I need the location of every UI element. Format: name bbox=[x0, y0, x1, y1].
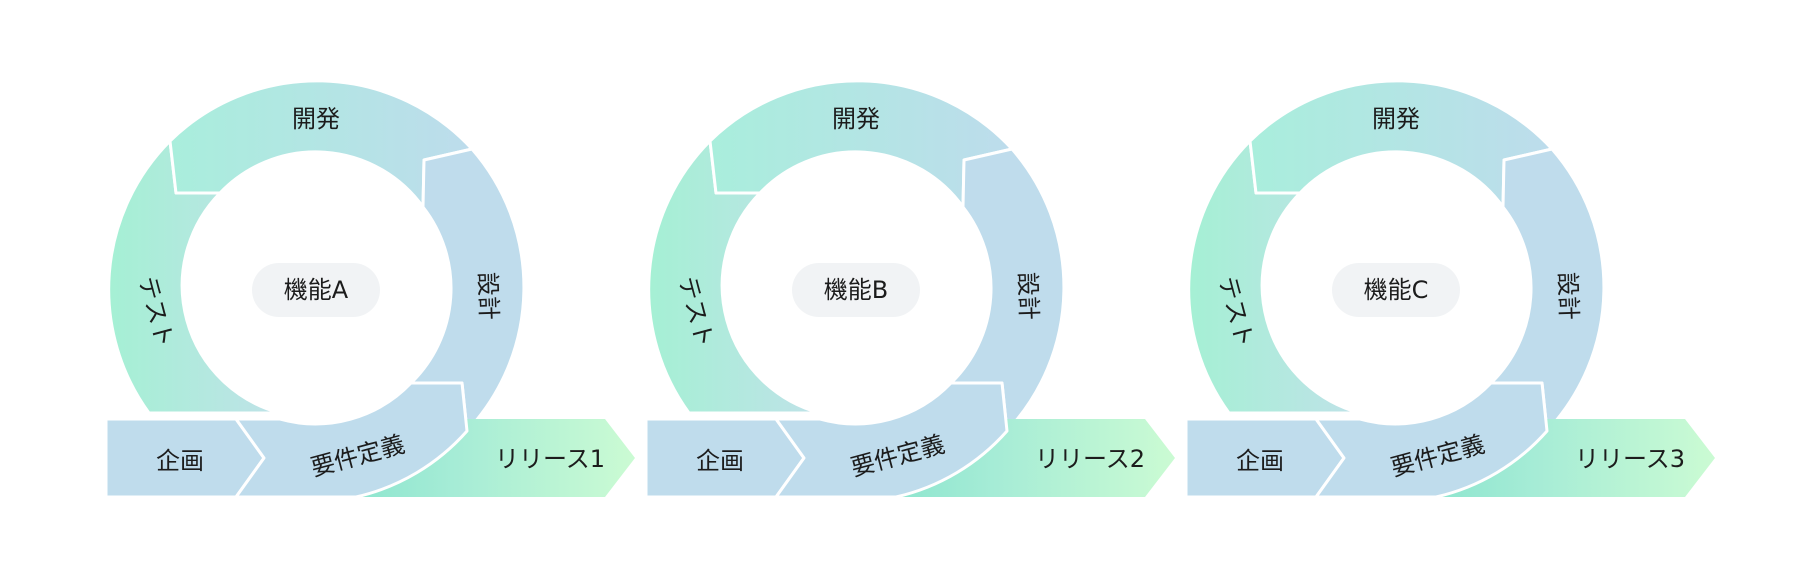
feature-label: 機能B bbox=[824, 276, 888, 304]
stage-requirements-segment bbox=[774, 381, 1009, 499]
stage-label-design: 設計 bbox=[1013, 271, 1043, 320]
release-label: リリース1 bbox=[495, 445, 605, 473]
stage-label-development: 開発 bbox=[1372, 105, 1420, 133]
stage-requirements-segment bbox=[1314, 381, 1549, 499]
stage-label-design: 設計 bbox=[473, 271, 503, 320]
stage-label-planning: 企画 bbox=[156, 447, 204, 475]
feature-label: 機能C bbox=[1364, 276, 1429, 304]
stage-label-planning: 企画 bbox=[1236, 447, 1284, 475]
lifecycle-diagram-3: 機能C開発テスト設計企画要件定義リリース3 bbox=[1184, 79, 1715, 499]
stage-test-segment bbox=[107, 139, 282, 415]
stage-label-development: 開発 bbox=[292, 105, 340, 133]
lifecycle-diagram-2: 機能B開発テスト設計企画要件定義リリース2 bbox=[644, 79, 1175, 499]
center-pill bbox=[792, 263, 920, 317]
center-pill bbox=[1332, 263, 1460, 317]
center-pill bbox=[252, 263, 380, 317]
stage-label-development: 開発 bbox=[832, 105, 880, 133]
release-label: リリース3 bbox=[1575, 445, 1685, 473]
stage-test-segment bbox=[1187, 139, 1362, 415]
lifecycle-diagram-1: 機能A開発テスト設計企画要件定義リリース1 bbox=[104, 79, 635, 499]
stage-label-design: 設計 bbox=[1553, 271, 1583, 320]
stage-label-planning: 企画 bbox=[696, 447, 744, 475]
release-label: リリース2 bbox=[1035, 445, 1145, 473]
stage-test-segment bbox=[647, 139, 822, 415]
stage-requirements-segment bbox=[234, 381, 469, 499]
feature-label: 機能A bbox=[284, 276, 349, 304]
